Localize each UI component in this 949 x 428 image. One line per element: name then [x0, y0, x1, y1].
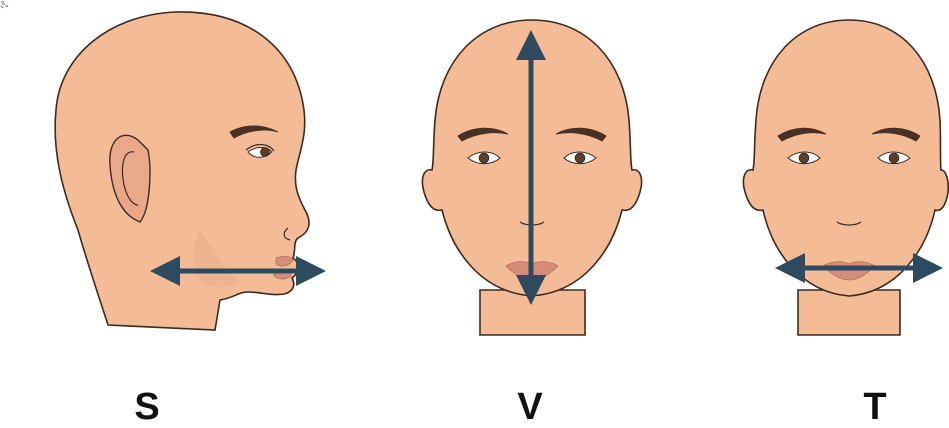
- head-profile-s: [55, 12, 311, 330]
- iris-right-t: [889, 153, 899, 163]
- head-front-t: [743, 20, 948, 335]
- face-outline-t: [743, 20, 948, 296]
- iris-right-v: [575, 153, 585, 163]
- panel-label-t: T: [845, 388, 905, 426]
- panel-label-v: V: [500, 388, 560, 426]
- scan-artifact-icon: [0, 0, 10, 10]
- head-profile-outline: [55, 12, 309, 330]
- iris-left-v: [479, 153, 489, 163]
- panel-label-s: S: [117, 388, 177, 426]
- iris: [261, 148, 270, 157]
- iris-left-t: [799, 153, 809, 163]
- head-front-v: [422, 20, 641, 335]
